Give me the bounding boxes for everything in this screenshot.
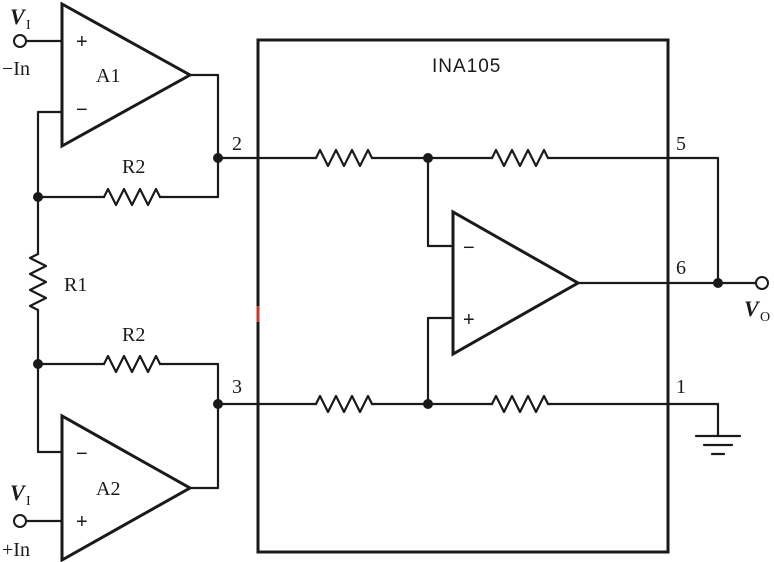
input-bottom-name: +In: [2, 539, 30, 561]
resistor-ina-ref: [490, 394, 550, 414]
output-subscript: O: [760, 310, 770, 325]
input-top-symbol: V: [10, 4, 27, 29]
internal-plus-sign: +: [463, 309, 475, 331]
resistor-r2-bottom: [102, 354, 162, 374]
a1-label: A1: [96, 65, 120, 87]
input-terminal-plus: [13, 514, 27, 528]
input-top-subscript: I: [26, 18, 31, 33]
opamp-internal: [451, 209, 582, 357]
input-bottom-symbol: V: [10, 480, 27, 505]
internal-minus-sign: −: [463, 237, 475, 259]
a2-label: A2: [96, 478, 120, 500]
a1-plus-sign: +: [76, 31, 88, 53]
a1-minus-sign: −: [76, 99, 88, 121]
r1-label: R1: [64, 274, 87, 296]
pin-5-label: 5: [676, 133, 686, 155]
opamp-a1: [60, 1, 194, 149]
pin-6-label: 6: [676, 257, 686, 279]
resistor-r1: [28, 252, 48, 312]
input-terminal-minus: [13, 34, 27, 48]
resistor-r2-top: [102, 187, 162, 207]
ina105-package: [256, 38, 670, 554]
pin-1-label: 1: [676, 376, 686, 398]
resistor-ina-in-bottom: [314, 394, 374, 414]
input-bottom-subscript: I: [26, 494, 31, 509]
a2-minus-sign: −: [76, 443, 88, 465]
pin-2-label: 2: [232, 133, 242, 155]
a2-plus-sign: +: [76, 511, 88, 533]
node-output: [713, 278, 723, 288]
input-top-name: −In: [2, 58, 30, 80]
output-symbol: V: [744, 296, 761, 321]
node-pin3: [213, 399, 223, 409]
output-terminal: [755, 276, 769, 290]
r2-top-label: R2: [122, 156, 145, 178]
resistor-ina-fb-top: [490, 148, 550, 168]
node-ina-bottom: [423, 399, 433, 409]
ground-icon: [694, 434, 742, 456]
resistor-ina-in-top: [314, 148, 374, 168]
pin-3-label: 3: [232, 376, 242, 398]
chip-label: INA105: [432, 56, 501, 77]
opamp-a2: [60, 413, 194, 562]
r2-bottom-label: R2: [122, 324, 145, 346]
